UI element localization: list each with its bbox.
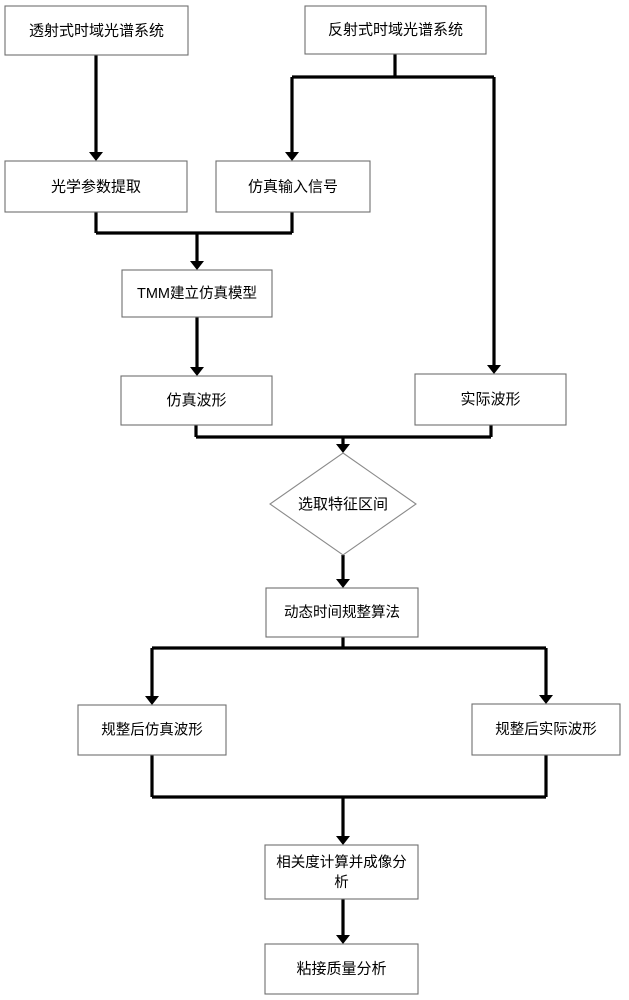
node-transmission-system[interactable]: 透射式时域光谱系统	[4, 5, 189, 56]
node-label-correlation-imaging-analysis-line1: 相关度计算并成像分	[276, 854, 407, 871]
node-dtw-algorithm[interactable]: 动态时间规整算法	[265, 587, 419, 638]
node-simulation-input-signal[interactable]: 仿真输入信号	[215, 160, 371, 213]
edges-layer	[89, 54, 553, 944]
node-label-reflection-system: 反射式时域光谱系统	[328, 21, 463, 38]
node-box-aligned-simulated-waveform[interactable]	[77, 704, 227, 756]
node-label-simulated-waveform: 仿真波形	[166, 391, 226, 409]
node-box-reflection-system[interactable]	[304, 5, 487, 55]
arrow-head-icon	[336, 579, 350, 588]
nodes-layer: 透射式时域光谱系统 反射式时域光谱系统 光学参数提取 仿真输入信号 TMM建立仿…	[4, 5, 621, 995]
node-label-tmm-simulation-model: TMM建立仿真模型	[137, 284, 257, 302]
node-box-optical-param-extraction[interactable]	[4, 160, 188, 213]
arrow-head-icon	[336, 444, 350, 453]
node-box-dtw-algorithm[interactable]	[265, 587, 419, 638]
node-label-dtw-algorithm: 动态时间规整算法	[284, 604, 400, 621]
node-label-simulation-input-signal: 仿真输入信号	[248, 177, 338, 195]
arrow-head-icon	[145, 696, 159, 705]
node-tmm-simulation-model[interactable]: TMM建立仿真模型	[121, 269, 273, 318]
node-box-tmm-simulation-model[interactable]	[121, 269, 273, 318]
node-box-transmission-system[interactable]	[4, 5, 189, 56]
arrow-head-icon	[89, 152, 103, 161]
node-box-actual-waveform[interactable]	[414, 373, 567, 426]
arrow-head-icon	[539, 695, 553, 704]
arrow-head-icon	[487, 365, 501, 374]
node-label-aligned-actual-waveform: 规整后实际波形	[495, 721, 597, 738]
node-aligned-simulated-waveform[interactable]: 规整后仿真波形	[77, 704, 227, 756]
node-diamond-select-feature-interval[interactable]	[269, 452, 417, 556]
node-label-select-feature-interval: 选取特征区间	[298, 496, 388, 513]
node-box-simulated-waveform[interactable]	[120, 375, 273, 426]
node-label-correlation-imaging-analysis-line2: 析	[334, 874, 349, 891]
arrow-head-icon	[336, 836, 350, 845]
node-correlation-imaging-analysis[interactable]: 相关度计算并成像分 析	[264, 844, 419, 900]
node-label-actual-waveform: 实际波形	[460, 391, 520, 408]
node-box-simulation-input-signal[interactable]	[215, 160, 371, 213]
node-optical-param-extraction[interactable]: 光学参数提取	[4, 160, 188, 213]
node-label-transmission-system: 透射式时域光谱系统	[29, 22, 164, 39]
node-box-bonding-quality-analysis[interactable]	[264, 943, 419, 995]
node-actual-waveform[interactable]: 实际波形	[414, 373, 567, 426]
node-box-aligned-actual-waveform[interactable]	[471, 703, 621, 756]
arrow-head-icon	[190, 367, 204, 376]
arrow-head-icon	[285, 152, 299, 161]
node-label-aligned-simulated-waveform: 规整后仿真波形	[101, 720, 203, 738]
arrow-head-icon	[190, 261, 204, 270]
node-box-correlation-imaging-analysis[interactable]	[264, 844, 419, 900]
node-reflection-system[interactable]: 反射式时域光谱系统	[304, 5, 487, 55]
node-aligned-actual-waveform[interactable]: 规整后实际波形	[471, 703, 621, 756]
arrow-head-icon	[336, 935, 350, 944]
node-label-bonding-quality-analysis: 粘接质量分析	[296, 960, 386, 977]
node-label-optical-param-extraction: 光学参数提取	[51, 178, 141, 195]
node-bonding-quality-analysis[interactable]: 粘接质量分析	[264, 943, 419, 995]
node-select-feature-interval[interactable]: 选取特征区间	[269, 452, 417, 556]
node-simulated-waveform[interactable]: 仿真波形	[120, 375, 273, 426]
